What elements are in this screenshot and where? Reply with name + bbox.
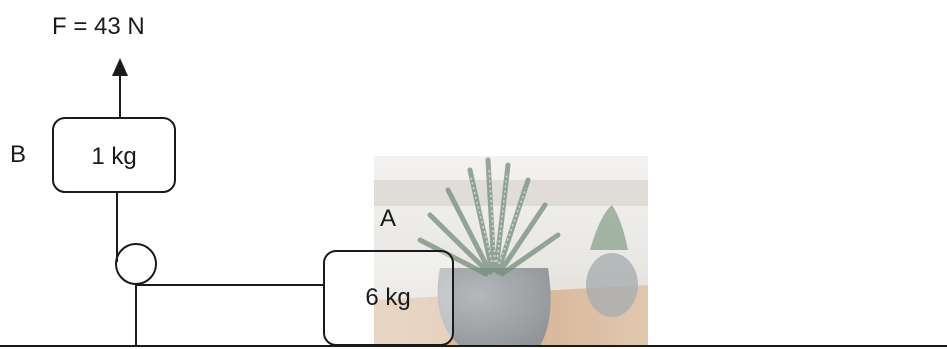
force-label: F = 43 N [52,13,145,40]
pulley [115,243,157,285]
block-a [323,250,454,346]
block-a-mass-label: 6 kg [365,284,410,311]
block-b-mass-label: 1 kg [91,143,136,170]
block-b [52,117,176,193]
block-b-name-label: B [10,141,26,168]
block-a-name-label: A [380,205,396,232]
background-photo [374,156,648,346]
